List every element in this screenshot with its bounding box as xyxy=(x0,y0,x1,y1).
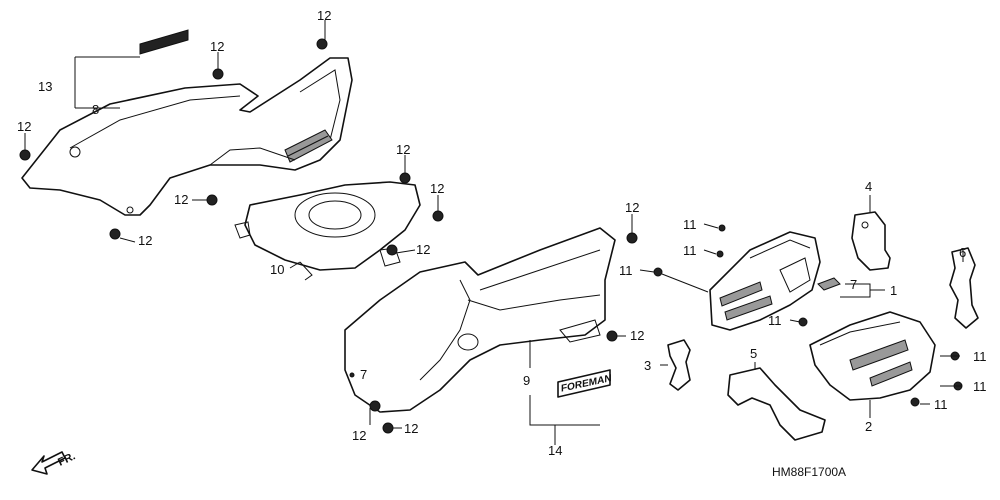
label-12i: 12 xyxy=(625,200,639,215)
label-13: 13 xyxy=(38,79,52,94)
diagram-code: HM88F1700A xyxy=(772,465,846,479)
label-2: 2 xyxy=(865,419,872,434)
bracket-small xyxy=(667,339,691,391)
label-12j: 12 xyxy=(630,328,644,343)
rubber-pad xyxy=(817,277,841,291)
label-12h: 12 xyxy=(416,242,430,257)
label-12d: 12 xyxy=(396,142,410,157)
stay-bracket xyxy=(727,367,826,441)
leader-lines xyxy=(24,20,964,445)
label-14: 14 xyxy=(548,443,562,458)
label-11a: 11 xyxy=(683,217,697,232)
label-12c: 12 xyxy=(17,119,31,134)
label-3: 3 xyxy=(644,358,651,373)
label-12b: 12 xyxy=(210,39,224,54)
front-direction-arrow: FR. xyxy=(31,450,77,475)
label-11b: 11 xyxy=(683,243,697,258)
label-7a: 7 xyxy=(850,277,857,292)
label-11c: 11 xyxy=(619,263,633,278)
side-cover-lower-center xyxy=(344,227,616,413)
label-7b: 7 xyxy=(360,367,367,382)
label-12g: 12 xyxy=(138,233,152,248)
fasteners xyxy=(19,38,963,434)
label-11f: 11 xyxy=(973,379,987,394)
emblem-badge: FOREMAN xyxy=(557,369,612,398)
label-1: 1 xyxy=(890,283,897,298)
side-cover-lower-right xyxy=(809,311,936,401)
label-6: 6 xyxy=(959,245,966,260)
label-12l: 12 xyxy=(404,421,418,436)
side-cover-upper-left xyxy=(21,57,353,216)
bracket-right xyxy=(949,247,979,329)
label-12k: 12 xyxy=(352,428,366,443)
label-8: 8 xyxy=(92,102,99,117)
label-10: 10 xyxy=(270,262,284,277)
label-11d: 11 xyxy=(768,313,782,328)
label-12e: 12 xyxy=(430,181,444,196)
side-cover-upper-right xyxy=(709,231,821,331)
label-5: 5 xyxy=(750,346,757,361)
decal-strip xyxy=(139,29,189,55)
label-11g: 11 xyxy=(934,397,948,412)
part-labels: 13 8 12 12 12 12 12 12 12 12 12 12 12 12… xyxy=(17,8,987,458)
label-12a: 12 xyxy=(317,8,331,23)
label-11e: 11 xyxy=(973,349,987,364)
seat-base-center xyxy=(234,181,421,281)
label-9: 9 xyxy=(523,373,530,388)
label-12f: 12 xyxy=(174,192,188,207)
label-4: 4 xyxy=(865,179,872,194)
bracket-upper xyxy=(851,211,891,271)
